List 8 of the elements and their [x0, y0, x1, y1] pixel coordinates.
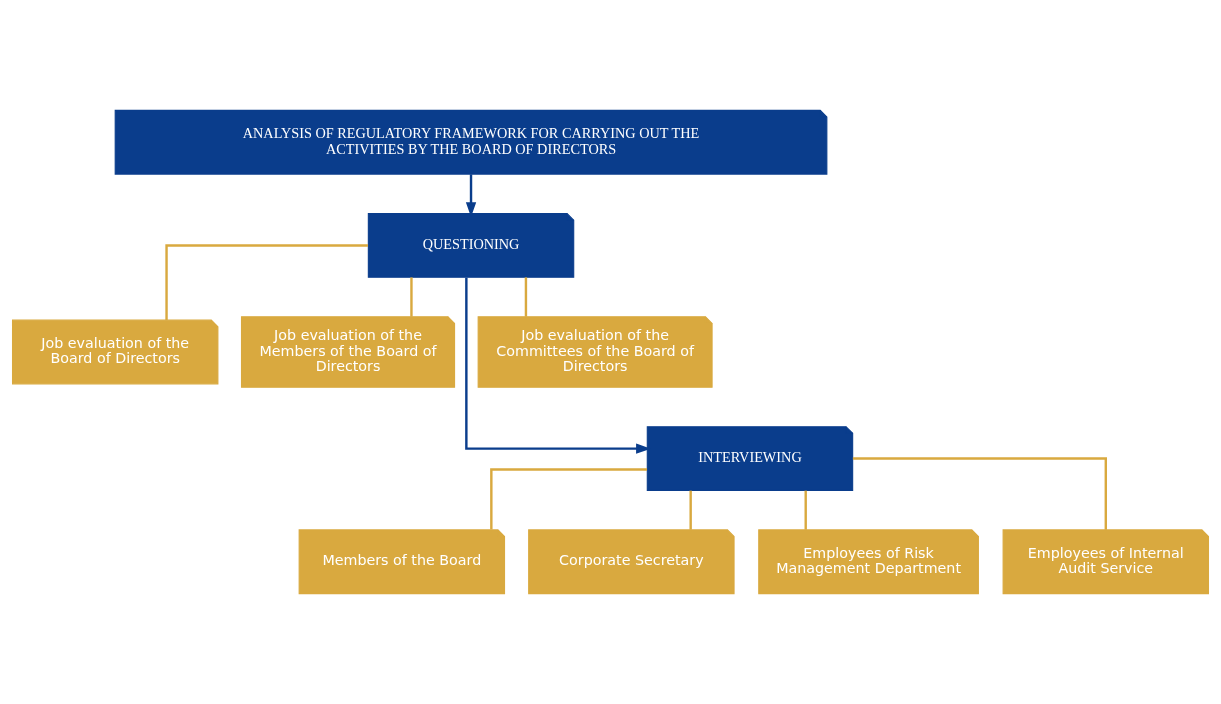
connector	[689, 490, 692, 530]
connector	[852, 457, 1107, 530]
connector	[524, 277, 528, 317]
connector	[410, 277, 413, 317]
arrow	[465, 277, 651, 454]
connector	[165, 244, 368, 321]
connector	[490, 468, 647, 530]
connector	[804, 490, 807, 530]
